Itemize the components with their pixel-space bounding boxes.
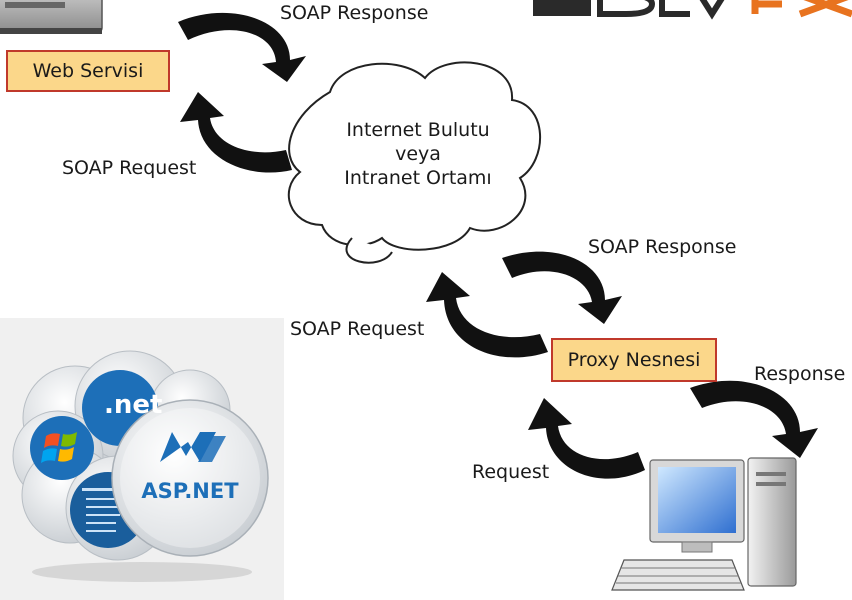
soap-request-top-label: SOAP Request: [62, 157, 197, 179]
arrow-soap-request-mid: [426, 272, 548, 358]
cloud-label: Internet Bulutu veya Intranet Ortamı: [328, 118, 508, 190]
response-bottom-label: Response: [754, 363, 846, 385]
server-icon: [0, 0, 103, 34]
web-service-label: Web Servisi: [32, 60, 144, 82]
computer-icon: [611, 457, 797, 591]
request-bottom-label: Request: [472, 461, 550, 483]
net-logo-text: .net: [104, 390, 163, 420]
arrow-soap-request-top: [180, 92, 292, 173]
cloud-line-3: Intranet Ortamı: [344, 167, 492, 189]
cloud-shape: [288, 61, 541, 264]
arrow-soap-response-top: [178, 12, 306, 82]
arrow-soap-response-mid: [502, 251, 622, 324]
arrow-request-bottom: [528, 398, 645, 479]
windows-logo-icon: [41, 432, 77, 463]
soap-request-mid-label: SOAP Request: [290, 318, 425, 340]
cloud-line-1: Internet Bulutu: [346, 119, 490, 141]
aspnet-logo-text: ASP.NET: [141, 479, 239, 503]
aspnet-logo-cluster: [0, 318, 284, 600]
proxy-object-box: Proxy Nesnesi: [551, 338, 717, 382]
web-service-box: Web Servisi: [6, 50, 170, 92]
soap-response-top-label: SOAP Response: [280, 2, 429, 24]
arrow-response-bottom: [690, 380, 818, 458]
soap-response-mid-label: SOAP Response: [588, 236, 737, 258]
proxy-object-label: Proxy Nesnesi: [567, 349, 701, 371]
brand-logo: [533, 0, 852, 20]
cloud-line-2: veya: [395, 143, 441, 165]
